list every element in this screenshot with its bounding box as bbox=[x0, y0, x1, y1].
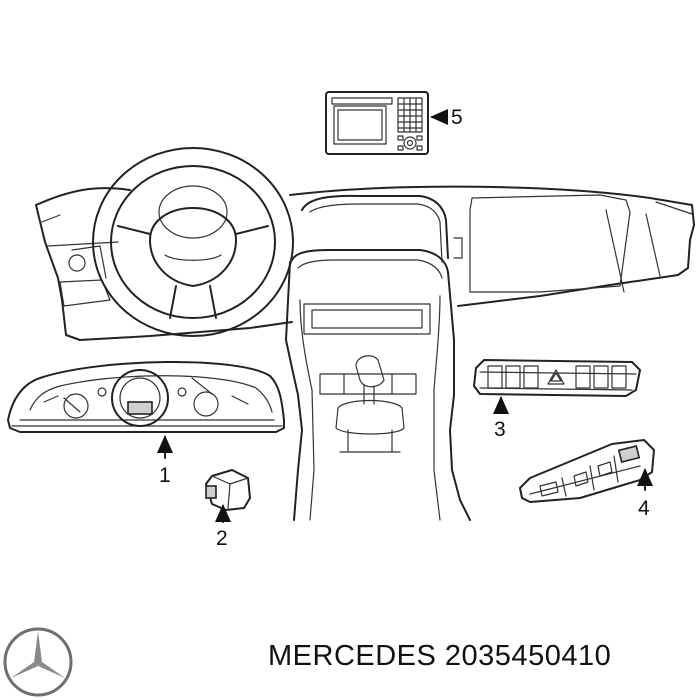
dashboard-outline bbox=[35, 185, 695, 521]
part-number: 2035450410 bbox=[444, 640, 612, 672]
part-5-head-unit bbox=[325, 91, 429, 155]
brand-name: MERCEDES bbox=[268, 640, 437, 672]
callout-arrows bbox=[157, 109, 653, 523]
callout-2: 2 bbox=[216, 527, 228, 550]
part-2-switch bbox=[205, 469, 251, 511]
steering-wheel bbox=[92, 147, 294, 337]
callout-1: 1 bbox=[159, 464, 171, 487]
callout-5: 5 bbox=[451, 106, 463, 129]
part-3-switch-panel bbox=[473, 359, 641, 397]
callout-4: 4 bbox=[638, 497, 650, 520]
dashboard-parts-diagram: 5 1 2 3 4 bbox=[7, 91, 695, 550]
part-caption: MERCEDES 2035450410 bbox=[268, 640, 611, 673]
part-4-switch-module bbox=[519, 439, 655, 503]
part-1-instrument-cluster bbox=[7, 361, 285, 433]
mercedes-star-icon bbox=[3, 627, 73, 697]
callout-3: 3 bbox=[494, 418, 506, 441]
